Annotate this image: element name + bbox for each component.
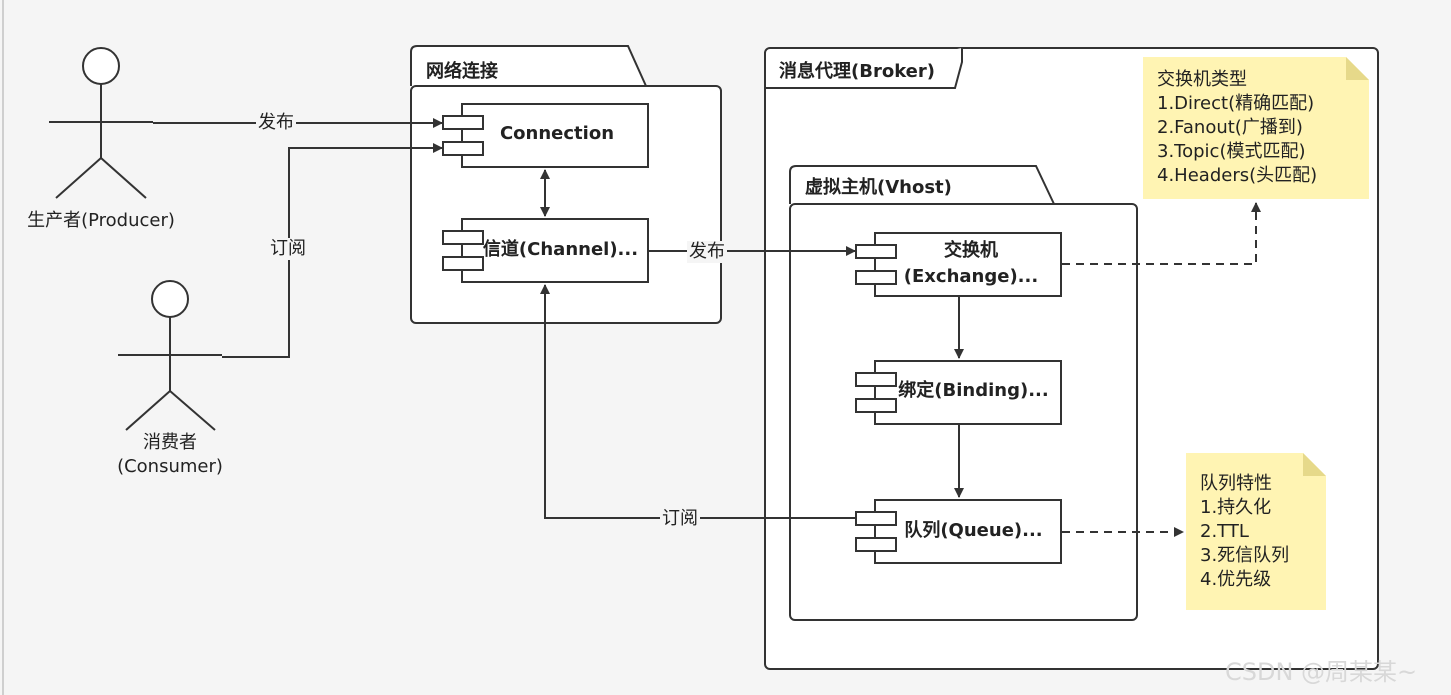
exchange-label-line2: (Exchange)... — [903, 266, 1039, 287]
binding-label: 绑定(Binding)... — [898, 380, 1049, 401]
note-line: 3.死信队列 — [1200, 545, 1290, 566]
exchange-label-line1: 交换机 — [944, 240, 998, 261]
note-line: 2.TTL — [1200, 521, 1249, 542]
note-line: 4.Headers(头匹配) — [1157, 165, 1318, 186]
consumer-label-line1: 消费者 — [143, 432, 197, 453]
vhost-package-title: 虚拟主机(Vhost) — [805, 177, 952, 198]
queue-features-note — [1186, 453, 1326, 610]
broker-package-title: 消息代理(Broker) — [779, 61, 935, 82]
note-line: 2.Fanout(广播到) — [1157, 117, 1303, 138]
csdn-watermark: CSDN @周某某~ — [1225, 658, 1418, 686]
note-line: 队列特性 — [1200, 473, 1272, 494]
edge-label-subscribe-2: 订阅 — [660, 508, 700, 530]
edge-label-publish-1: 发布 — [256, 112, 296, 134]
producer-label: 生产者(Producer) — [27, 210, 175, 231]
network-package-title: 网络连接 — [426, 61, 498, 82]
channel-label: 信道(Channel)... — [482, 239, 639, 260]
consumer-label-line2: (Consumer) — [117, 456, 223, 477]
edge-queue-subscribe — [540, 284, 856, 519]
note-line: 交换机类型 — [1157, 69, 1247, 90]
note-line: 1.持久化 — [1200, 497, 1272, 518]
note-line: 4.优先级 — [1200, 569, 1272, 590]
queue-component — [855, 499, 1062, 564]
binding-component — [855, 360, 1062, 425]
exchange-types-note — [1143, 57, 1369, 199]
connection-label: Connection — [499, 123, 615, 144]
edge-label-publish-2: 发布 — [687, 241, 727, 263]
producer-actor — [49, 47, 153, 199]
note-line: 3.Topic(模式匹配) — [1157, 141, 1306, 162]
queue-label: 队列(Queue)... — [904, 520, 1043, 541]
edge-consumer-subscribe — [222, 143, 443, 358]
channel-component — [442, 218, 649, 283]
consumer-actor — [118, 280, 222, 431]
edge-label-subscribe-1: 订阅 — [268, 238, 308, 260]
connection-component — [442, 103, 649, 168]
note-line: 1.Direct(精确匹配) — [1157, 93, 1315, 114]
exchange-component — [855, 232, 1062, 297]
